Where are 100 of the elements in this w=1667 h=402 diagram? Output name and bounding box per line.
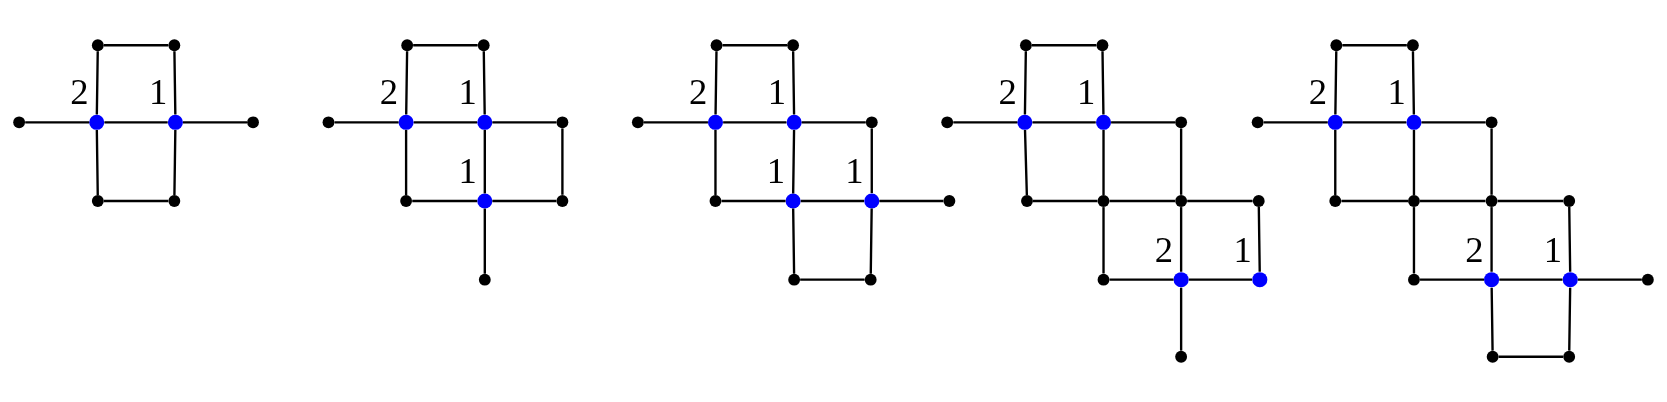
node-circle: [941, 116, 954, 129]
connector: [722, 44, 787, 47]
node-circle: [1097, 195, 1110, 207]
node-label: 1: [1387, 71, 1406, 113]
node-circle: [556, 195, 569, 207]
connector: [1101, 51, 1105, 115]
connector: [103, 44, 169, 47]
connector: [800, 199, 864, 203]
connector: [721, 199, 786, 203]
node-circle: [1327, 114, 1343, 130]
connector: [1111, 121, 1176, 124]
node-circle: [631, 116, 644, 129]
node-circle: [1173, 272, 1189, 288]
connector: [404, 129, 408, 196]
connector: [869, 208, 873, 274]
connector: [413, 44, 478, 47]
node-label: 2: [70, 71, 89, 113]
connector: [792, 208, 796, 274]
connector: [482, 51, 486, 115]
connector: [1342, 44, 1407, 47]
node-circle: [1406, 114, 1422, 130]
node-circle: [398, 114, 414, 130]
connector: [104, 121, 168, 124]
connector: [183, 121, 247, 124]
node-label: 2: [998, 71, 1017, 113]
connector: [1109, 278, 1174, 281]
node-circle: [91, 39, 104, 52]
connector: [1334, 51, 1338, 115]
node-circle: [1175, 195, 1188, 207]
node-label: 2: [689, 71, 708, 113]
node-circle: [1406, 39, 1419, 52]
node-circle: [1095, 114, 1112, 130]
connector: [1023, 51, 1027, 115]
connector: [1497, 199, 1564, 203]
connector: [492, 121, 557, 124]
connector: [879, 199, 944, 203]
connector: [643, 121, 708, 124]
node-circle: [865, 116, 878, 129]
connector: [1188, 278, 1253, 281]
node-label: 1: [458, 149, 477, 191]
node-label: 2: [1308, 71, 1328, 113]
node-label: 1: [767, 71, 787, 113]
node-circle: [556, 116, 569, 129]
node-circle: [1021, 195, 1033, 207]
connector: [723, 121, 787, 124]
connector: [1263, 121, 1328, 124]
connector: [1334, 129, 1337, 196]
connector: [103, 199, 169, 203]
node-circle: [1251, 116, 1264, 129]
connector: [1568, 207, 1572, 272]
node-circle: [401, 39, 414, 52]
node-circle: [168, 39, 181, 52]
node-circle: [1017, 114, 1033, 130]
connector: [1342, 121, 1407, 124]
node-circle: [477, 114, 493, 130]
connector: [1412, 129, 1416, 196]
connector: [25, 121, 90, 124]
node-label: 1: [1233, 228, 1252, 270]
node-circle: [1252, 272, 1268, 288]
node-circle: [477, 39, 490, 52]
node-circle: [1020, 39, 1032, 52]
connector: [412, 199, 478, 203]
node-circle: [788, 273, 801, 286]
connector: [483, 208, 486, 274]
node-circle: [1408, 195, 1420, 207]
connector: [1032, 199, 1098, 203]
node-circle: [400, 195, 413, 207]
connector: [173, 129, 177, 196]
connector: [1031, 44, 1097, 47]
connector: [1179, 207, 1183, 272]
node-circle: [786, 114, 802, 130]
node-circle: [787, 39, 799, 52]
node-circle: [1097, 273, 1110, 286]
connector: [1577, 278, 1642, 281]
node-circle: [785, 193, 801, 209]
node-circle: [1485, 116, 1498, 129]
node-circle: [13, 116, 26, 129]
connector: [95, 129, 99, 196]
node-circle: [1175, 350, 1188, 363]
node-circle: [168, 195, 181, 207]
node-circle: [167, 114, 183, 130]
node-circle: [943, 195, 956, 207]
node-circle: [89, 114, 105, 130]
connector: [1568, 287, 1572, 351]
connector: [1499, 278, 1563, 281]
connector: [492, 199, 557, 203]
node-circle: [1096, 39, 1109, 52]
connector: [1490, 207, 1493, 272]
node-circle: [1485, 195, 1498, 207]
connector: [1498, 355, 1564, 358]
node-label: 2: [379, 71, 399, 113]
node-circle: [1330, 39, 1343, 52]
connector: [791, 51, 796, 115]
node-circle: [1175, 116, 1188, 129]
node-circle: [478, 273, 491, 286]
node-circle: [1484, 272, 1500, 288]
connector: [1490, 287, 1494, 351]
connector: [1257, 207, 1261, 272]
connector: [870, 128, 873, 194]
connector: [792, 129, 796, 194]
